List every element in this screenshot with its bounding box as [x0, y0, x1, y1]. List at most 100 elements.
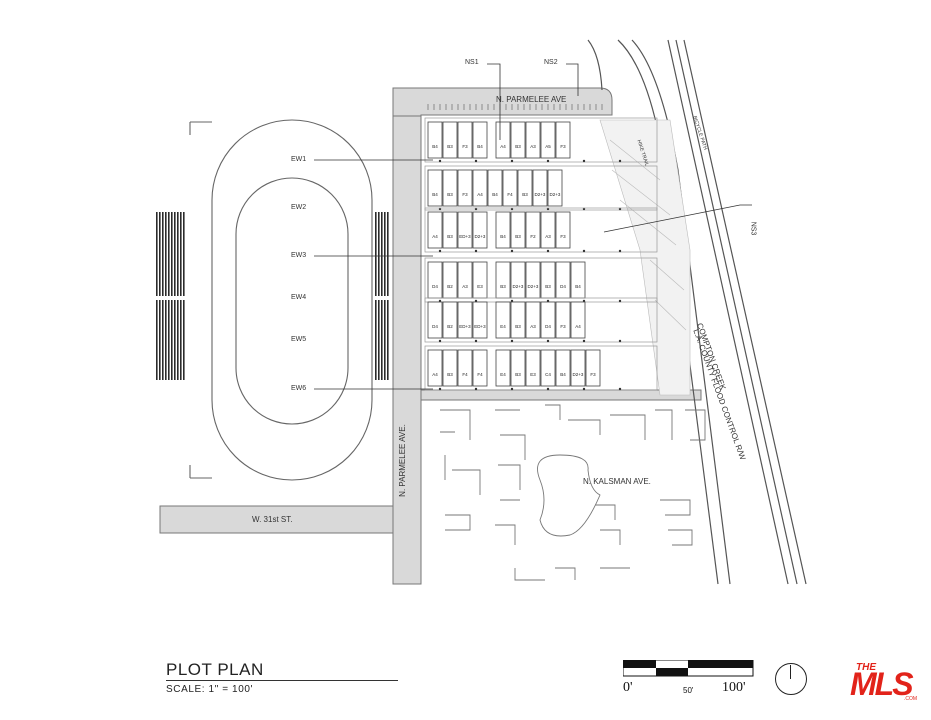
unit-footprint	[570, 261, 586, 299]
unit-code-label: B3	[447, 192, 453, 197]
unit-footprint	[457, 121, 473, 159]
unit-footprint	[525, 261, 541, 299]
w-31st-st-road	[159, 505, 394, 534]
utility-dot	[438, 387, 442, 391]
bleacher-row	[162, 300, 164, 380]
unit-code-label: A4	[500, 144, 506, 149]
unit-footprint	[510, 301, 526, 339]
scale-bar-start: 0'	[623, 680, 633, 695]
unit-footprint	[525, 349, 541, 387]
unit-footprint	[585, 349, 601, 387]
unit-code-label: B3	[545, 284, 551, 289]
bleacher-row	[156, 212, 158, 296]
bleacher-row	[162, 212, 164, 296]
unit-footprint	[502, 169, 518, 207]
unit-footprint	[540, 301, 556, 339]
unit-footprint	[427, 261, 443, 299]
bleacher-row	[177, 212, 179, 296]
utility-dot	[582, 387, 586, 391]
unit-footprint	[495, 261, 511, 299]
utility-dot	[582, 159, 586, 163]
unit-code-label: E3	[477, 284, 483, 289]
unit-footprint	[495, 211, 511, 249]
unit-footprint	[442, 301, 458, 339]
unit-code-label: A3	[530, 324, 536, 329]
bleacher-row	[177, 300, 179, 380]
unit-code-label: B3	[515, 144, 521, 149]
unit-footprint	[510, 121, 526, 159]
n-parmelee-ave-top-label: N. PARMELEE AVE	[496, 95, 567, 104]
unit-code-label: B4	[492, 192, 498, 197]
unit-code-label: F4	[462, 372, 468, 377]
utility-dot	[618, 299, 622, 303]
bleacher-row	[168, 300, 170, 380]
unit-footprint	[540, 261, 556, 299]
unit-code-label: B3	[500, 284, 506, 289]
bleacher-row	[387, 212, 389, 296]
unit-code-label: B3	[522, 192, 528, 197]
unit-code-label: D4	[545, 324, 551, 329]
unit-code-label: D4	[432, 284, 438, 289]
utility-dot	[438, 299, 442, 303]
unit-code-label: B2	[447, 324, 453, 329]
unit-code-label: ED+3	[474, 324, 486, 329]
bleacher-row	[165, 212, 167, 296]
utility-dot	[510, 249, 514, 253]
utility-dot	[474, 249, 478, 253]
unit-footprint	[495, 121, 511, 159]
utility-dot	[546, 387, 550, 391]
unit-footprint	[472, 301, 488, 339]
unit-code-label: D2+3	[513, 284, 524, 289]
unit-code-label: E4	[500, 372, 506, 377]
unit-code-label: D2+3	[550, 192, 561, 197]
unit-footprint	[457, 349, 473, 387]
unit-footprint	[427, 211, 443, 249]
unit-code-label: F4	[507, 192, 513, 197]
unit-footprint	[547, 169, 563, 207]
unit-code-label: F3	[590, 372, 596, 377]
unit-code-label: C4	[545, 372, 551, 377]
unit-code-label: A4	[432, 234, 438, 239]
unit-code-label: D2+3	[475, 234, 486, 239]
utility-dot	[438, 249, 442, 253]
bleacher-row	[171, 212, 173, 296]
unit-footprint	[525, 301, 541, 339]
scale-note: SCALE: 1" = 100'	[166, 684, 254, 695]
unit-code-label: E3	[530, 372, 536, 377]
utility-dot	[510, 299, 514, 303]
utility-dot	[546, 207, 550, 211]
unit-footprint	[442, 349, 458, 387]
utility-dot	[546, 299, 550, 303]
unit-footprint	[457, 211, 473, 249]
bleacher-row	[174, 300, 176, 380]
plot-plan-title: PLOT PLAN	[166, 660, 264, 679]
unit-code-label: ED+3	[459, 324, 471, 329]
unit-footprint	[457, 261, 473, 299]
utility-dot	[474, 339, 478, 343]
bleacher-row	[378, 300, 380, 380]
unit-footprint	[472, 349, 488, 387]
unit-footprint	[555, 301, 571, 339]
bleacher-row	[387, 300, 389, 380]
ns3-label: NS3	[749, 221, 757, 236]
bleacher-row	[180, 212, 182, 296]
utility-dot	[546, 339, 550, 343]
scale-bar	[623, 660, 754, 677]
ns1-label: NS1	[465, 59, 479, 66]
title-underline	[166, 680, 398, 681]
unit-footprint	[472, 121, 488, 159]
unit-footprint	[442, 169, 458, 207]
unit-code-label: A5	[545, 144, 551, 149]
utility-dot	[510, 207, 514, 211]
scale-bar-end: 100'	[722, 680, 746, 695]
block-outline	[424, 117, 658, 163]
utility-dot	[582, 207, 586, 211]
utility-dot	[474, 207, 478, 211]
bleacher-row	[375, 212, 377, 296]
unit-footprint	[472, 169, 488, 207]
unit-code-label: B3	[515, 324, 521, 329]
unit-code-label: D2+3	[528, 284, 539, 289]
unit-footprint	[427, 169, 443, 207]
n-parmelee-ave-vertical-road	[392, 87, 422, 585]
